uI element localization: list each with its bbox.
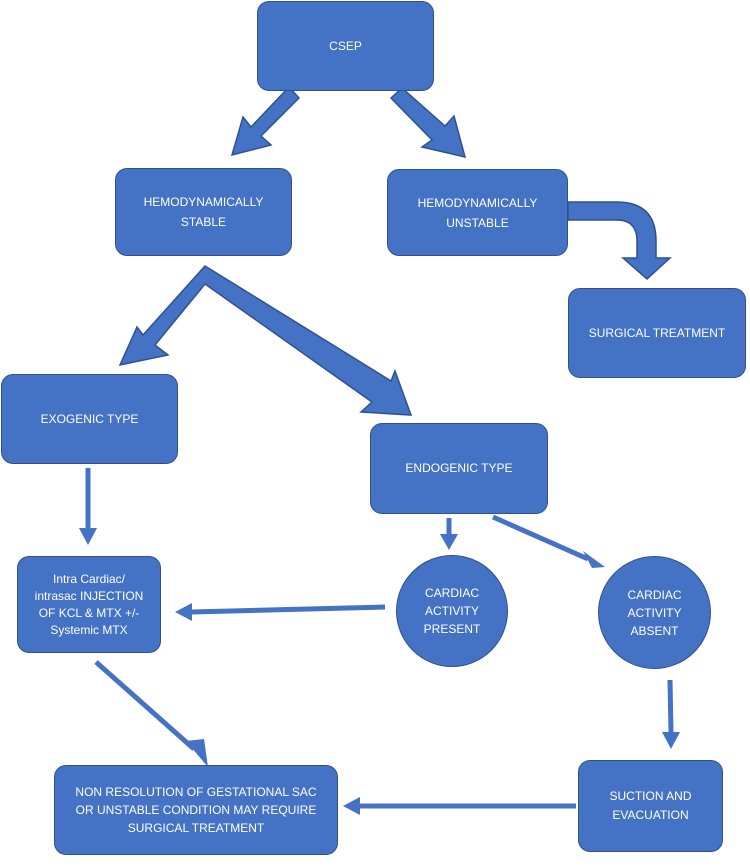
arrow-present-to-injection xyxy=(175,603,192,621)
node-exogenic-type: EXOGENIC TYPE xyxy=(1,374,178,464)
node-hemodynamically-stable-label: HEMODYNAMICALLY STABLE xyxy=(143,195,264,229)
arrow-stable-to-types xyxy=(118,265,413,416)
node-cardiac-activity-present: CARDIAC ACTIVITY PRESENT xyxy=(396,555,508,667)
node-suction-evacuation-label: SUCTION AND EVACUATION xyxy=(609,789,692,822)
node-non-resolution: NON RESOLUTION OF GESTATIONAL SAC OR UNS… xyxy=(54,765,338,855)
node-hemodynamically-unstable: HEMODYNAMICALLY UNSTABLE xyxy=(387,169,568,256)
node-cardiac-activity-absent: CARDIAC ACTIVITY ABSENT xyxy=(598,556,711,669)
node-suction-evacuation: SUCTION AND EVACUATION xyxy=(578,760,723,852)
node-cardiac-activity-present-label: CARDIAC ACTIVITY PRESENT xyxy=(423,586,481,636)
arrow-absent-to-suction xyxy=(662,732,680,749)
node-injection-label: Intra Cardiac/ intrasac INJECTION OF KCL… xyxy=(34,571,144,637)
node-non-resolution-label: NON RESOLUTION OF GESTATIONAL SAC OR UNS… xyxy=(75,785,317,835)
arrow-endogenic-to-present xyxy=(440,534,458,550)
node-injection: Intra Cardiac/ intrasac INJECTION OF KCL… xyxy=(17,556,161,653)
arrow-endogenic-to-absent xyxy=(583,551,605,568)
arrow-exogenic-to-injection xyxy=(79,528,97,545)
node-surgical-treatment-label: SURGICAL TREATMENT xyxy=(588,325,726,340)
arrow-suction-to-nonresolution xyxy=(343,797,360,815)
node-hemodynamically-stable: HEMODYNAMICALLY STABLE xyxy=(115,168,292,256)
node-endogenic-type: ENDOGENIC TYPE xyxy=(370,423,548,514)
arrow-unstable-to-surgical xyxy=(567,201,672,281)
node-csep: CSEP xyxy=(257,1,434,91)
node-hemodynamically-unstable-label: HEMODYNAMICALLY UNSTABLE xyxy=(417,195,538,230)
node-csep-label: CSEP xyxy=(329,38,362,53)
node-endogenic-type-label: ENDOGENIC TYPE xyxy=(405,461,513,475)
node-surgical-treatment: SURGICAL TREATMENT xyxy=(568,288,746,378)
arrow-csep-to-unstable xyxy=(389,86,467,159)
node-cardiac-activity-absent-label: CARDIAC ACTIVITY ABSENT xyxy=(627,587,682,638)
arrow-csep-to-stable xyxy=(230,85,301,157)
node-exogenic-type-label: EXOGENIC TYPE xyxy=(40,411,139,426)
